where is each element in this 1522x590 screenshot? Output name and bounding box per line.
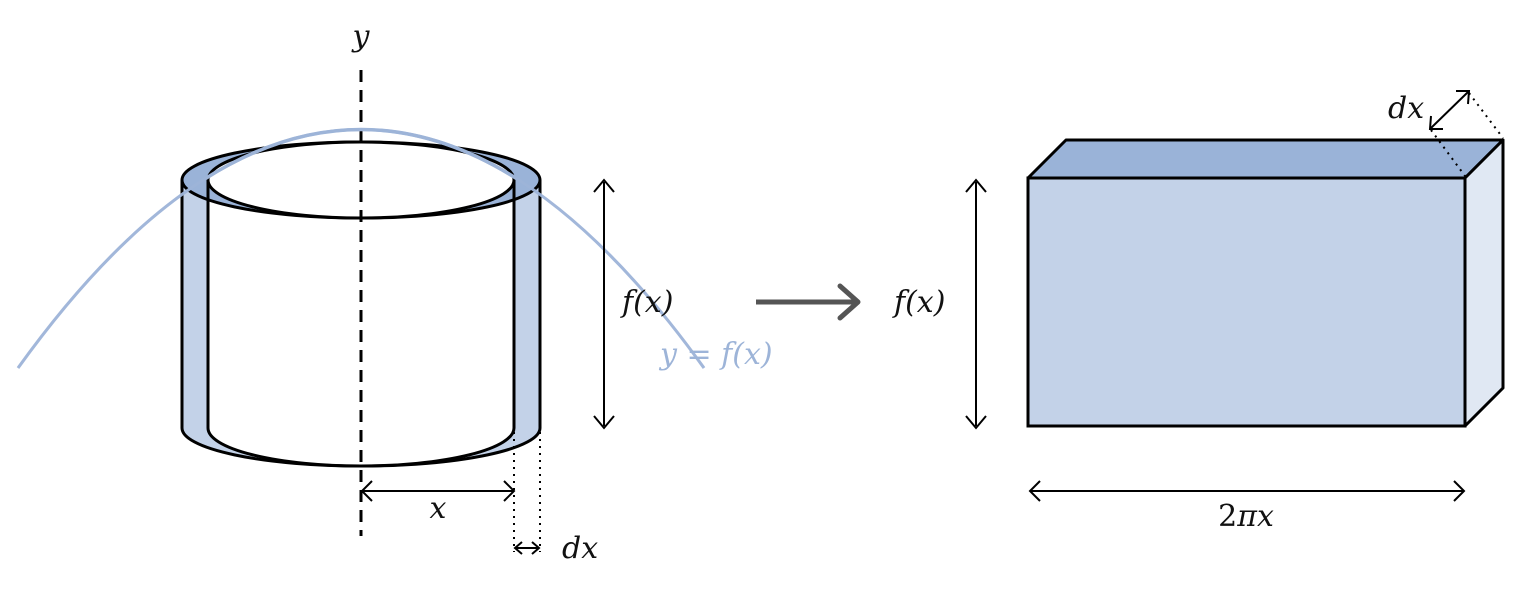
shell-inner-body xyxy=(208,180,514,466)
unrolled-slab xyxy=(1026,138,1505,428)
radius-arrow xyxy=(360,480,516,502)
radius-label: x xyxy=(430,491,447,526)
thickness-arrow-left xyxy=(513,541,541,555)
thickness-label-left: dx xyxy=(562,531,598,566)
slab-side-face xyxy=(1463,138,1505,428)
shell-bottom-inner-edge xyxy=(206,427,516,468)
slab-top-face xyxy=(1026,138,1505,180)
height-label-left: f(x) xyxy=(620,285,673,320)
height-label-right: f(x) xyxy=(892,285,945,320)
thickness-guides-left xyxy=(513,432,541,552)
height-arrow-left xyxy=(593,178,615,430)
thickness-arrow-right xyxy=(1428,90,1471,130)
width-label: 2πx xyxy=(1218,499,1274,534)
cylindrical-shell xyxy=(180,140,542,468)
thickness-guides-right xyxy=(1430,92,1504,177)
right-arrow-icon xyxy=(756,283,861,321)
slab-front-face xyxy=(1026,176,1467,428)
thickness-label-right: dx xyxy=(1388,91,1424,126)
height-arrow-right xyxy=(965,178,987,430)
curve-label: y = f(x) xyxy=(658,337,773,372)
width-arrow xyxy=(1028,480,1466,502)
y-axis-label: y xyxy=(351,19,371,54)
